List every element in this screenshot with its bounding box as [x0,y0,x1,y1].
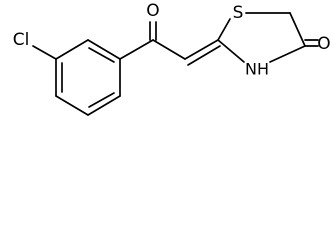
bond-benzene-4 [55,95,89,116]
bond-benzene-6 [55,39,89,60]
chemical-structure-diagram: Cl O S NH O [13,1,331,116]
atom-cl-label: Cl [13,30,30,50]
bond-exocyclic-2 [187,45,221,66]
bond-benzene-inner-2 [88,92,115,108]
atom-s-label: S [233,3,244,23]
bond-c4-n [269,45,306,63]
thiazolidinone-ring [217,12,306,63]
bond-ring-carbonyl [119,39,154,60]
bond-c2-s [217,18,231,41]
bond-benzene-1 [87,39,121,60]
bond-carbonyl-ch [152,39,186,60]
bond-benzene-3 [87,95,121,116]
benzene-ring [55,39,121,116]
atom-o-ketone-label: O [146,1,159,21]
bond-n-c2 [217,39,245,63]
bond-benzene-inner-1 [88,47,115,63]
bond-c-cl [32,45,57,60]
atom-nh-label: NH [245,60,269,79]
bond-c5-c4 [289,12,306,47]
bond-exocyclic-1 [184,39,219,60]
atom-o-ring-label: O [317,34,330,54]
